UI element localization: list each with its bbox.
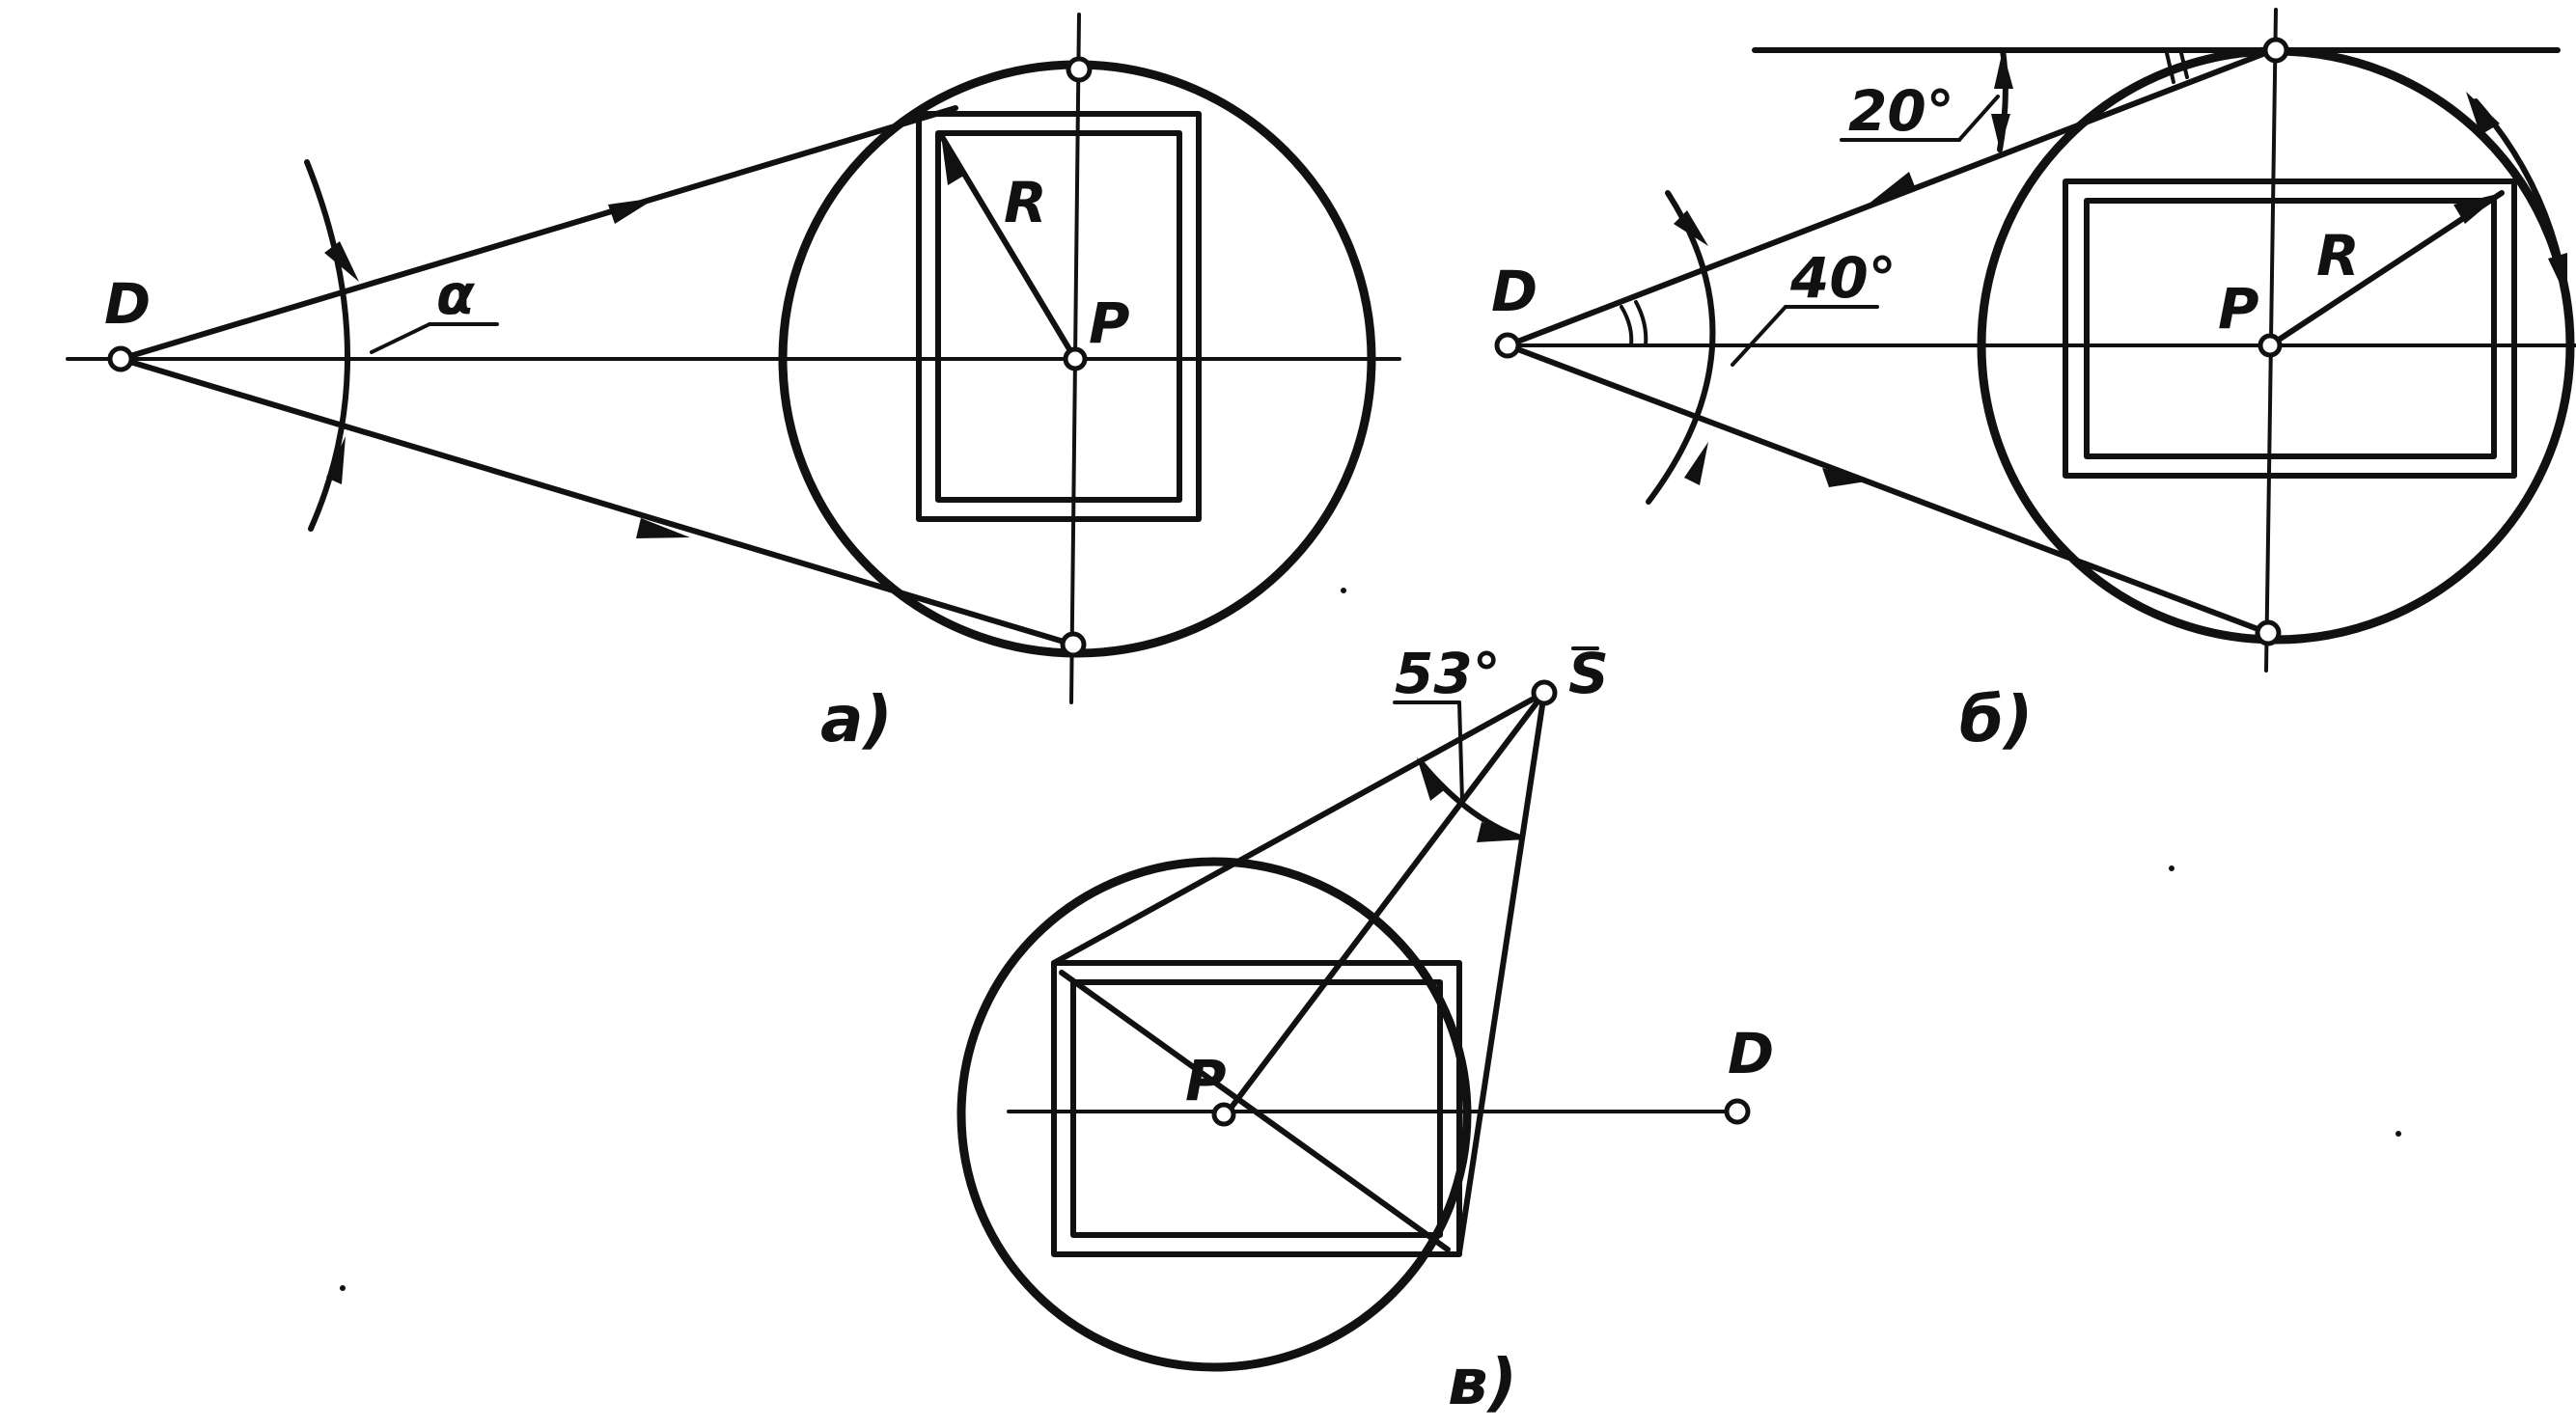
panel-v-53-leader xyxy=(1457,700,1464,803)
panel-a-label-alpha: α xyxy=(436,261,476,327)
panel-b-label-d: D xyxy=(1491,259,1537,324)
panel-v-label-p: P xyxy=(1185,1048,1227,1113)
panel-v-point-d-marker xyxy=(1724,1098,1751,1125)
panel-a-lower-ray xyxy=(118,356,1076,647)
panel-a-upper-ray-arrow xyxy=(608,198,656,224)
panel-v-angle-arrow-right xyxy=(1477,822,1525,842)
panel-a-point-p-marker xyxy=(1063,346,1088,371)
panel-b-tick-2 xyxy=(2179,51,2189,79)
panel-v-point-s-marker xyxy=(1531,679,1558,706)
panel-b-label-20: 20° xyxy=(1848,78,1954,144)
panel-b-circle-arrow-down xyxy=(2548,253,2567,299)
panel-b-top-tangent-marker xyxy=(2262,37,2289,64)
panel-v-label-s: S xyxy=(1568,641,1609,706)
panel-b-radius-arrow xyxy=(2453,193,2502,224)
panel-b-picture-frame-inner xyxy=(2084,198,2497,459)
panel-v-ray-right xyxy=(1456,690,1547,1255)
panel-b-label-40: 40° xyxy=(1789,245,1897,311)
panel-v-ray-top xyxy=(1051,690,1547,966)
panel-a-radius-arrow xyxy=(941,135,967,185)
panel-b-tick-1 xyxy=(2165,51,2175,84)
panel-b-upper-ray-arrow xyxy=(1868,172,1916,205)
panel-b-bottom-tangent-marker xyxy=(2255,619,2282,646)
panel-b: D P R 20° 40° б) xyxy=(1491,8,2576,756)
panel-a-picture-frame-outer xyxy=(916,111,1202,522)
panel-v-label-53: 53° xyxy=(1395,641,1501,706)
panel-b-40-leader xyxy=(1731,305,1787,367)
panel-a-label-r: R xyxy=(1004,170,1047,235)
panel-a-picture-frame-inner xyxy=(935,130,1182,503)
panel-b-lower-ray-arrow xyxy=(1822,468,1872,487)
panel-b-top-angle-arrow-down xyxy=(1991,114,2010,150)
speck-3 xyxy=(340,1285,346,1291)
panel-v-label-d: D xyxy=(1728,1021,1774,1086)
panel-a-angle-arc xyxy=(304,159,351,532)
panel-a-point-d-marker xyxy=(107,345,134,372)
panel-b-point-p-marker xyxy=(2257,333,2283,358)
panel-v-angle-arc xyxy=(1418,759,1523,840)
panel-a-label-d: D xyxy=(104,271,151,337)
panel-v-point-p-marker xyxy=(1211,1102,1236,1127)
panel-a-alpha-leader xyxy=(370,322,431,354)
panel-v-angle-arrow-left xyxy=(1417,757,1448,801)
panel-b-small-angle-mark-2 xyxy=(1634,300,1648,347)
panel-b-point-d-marker xyxy=(1494,332,1521,359)
panel-v-vision-circle xyxy=(956,857,1472,1372)
panel-b-top-angle-arrow-up xyxy=(1994,50,2013,89)
panel-a-caption: а) xyxy=(820,682,893,756)
speck-1 xyxy=(1341,588,1346,593)
speck-4 xyxy=(2396,1131,2401,1137)
panel-v-frame-diagonal xyxy=(1059,970,1451,1252)
panel-b-small-angle-mark xyxy=(1620,305,1634,347)
panel-b-upper-ray xyxy=(1505,47,2276,348)
panel-a-lower-ray-arrow xyxy=(636,518,690,538)
panel-v-caption: в) xyxy=(1448,1345,1517,1419)
panel-b-label-p: P xyxy=(2218,276,2259,342)
panel-b-picture-frame-outer xyxy=(2063,178,2517,479)
panel-b-label-r: R xyxy=(2316,223,2360,288)
panel-a-label-p: P xyxy=(1089,290,1130,356)
panel-a-angle-arc-arrow-top xyxy=(324,241,359,282)
panel-b-lower-ray xyxy=(1505,343,2271,636)
panel-b-20-leader-diag xyxy=(1957,95,2000,142)
panel-v: S P D 53° в) xyxy=(956,641,1774,1419)
panel-b-view-arc-arrow-bottom xyxy=(1684,442,1708,485)
panel-b-caption: б) xyxy=(1959,682,2033,756)
panel-a: D P R α а) xyxy=(66,13,1401,756)
panel-b-view-arc-arrow-top xyxy=(1674,210,1708,246)
panel-v-picture-frame-outer xyxy=(1051,960,1462,1257)
panel-a-upper-ray xyxy=(118,105,958,362)
panel-a-top-tangent-marker xyxy=(1066,56,1093,83)
panel-v-ray-center xyxy=(1221,690,1547,1120)
speck-2 xyxy=(2169,865,2174,871)
panel-b-circle-arrow-up xyxy=(2466,92,2500,135)
panel-a-angle-arc-arrow-bottom xyxy=(326,436,346,484)
panel-a-bottom-tangent-marker xyxy=(1060,631,1087,658)
panel-v-picture-frame-inner xyxy=(1070,979,1443,1238)
